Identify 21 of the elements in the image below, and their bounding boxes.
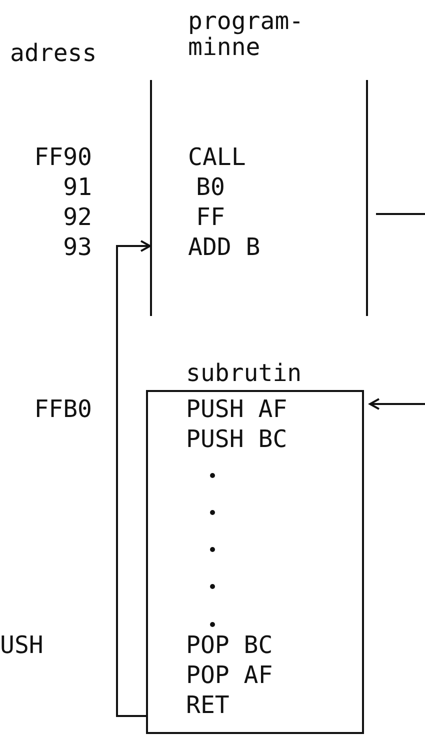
box-heading: subrutin [186,360,302,386]
instruction-text: ADD B [188,234,260,260]
address-label: 92 [62,204,92,230]
cut-off-text: USH [0,632,44,658]
address-label: 93 [62,234,92,260]
instruction-text: CALL [188,144,246,170]
column-heading: program- minne [188,8,305,60]
column-heading: adress [10,40,98,66]
instruction-text: POP BC [186,632,273,658]
instruction-text: PUSH BC [186,426,288,452]
arrow [116,240,151,717]
instruction-text: POP AF [186,662,273,688]
instruction-text: RET [186,692,230,718]
arrow [369,398,425,410]
connector-line [376,213,425,215]
instruction-text: FF [196,204,225,230]
address-label: 91 [62,174,92,200]
address-label: FFB0 [33,396,92,422]
instruction-text: B0 [196,174,225,200]
address-label: FF90 [33,144,92,170]
instruction-text: PUSH AF [186,396,288,422]
